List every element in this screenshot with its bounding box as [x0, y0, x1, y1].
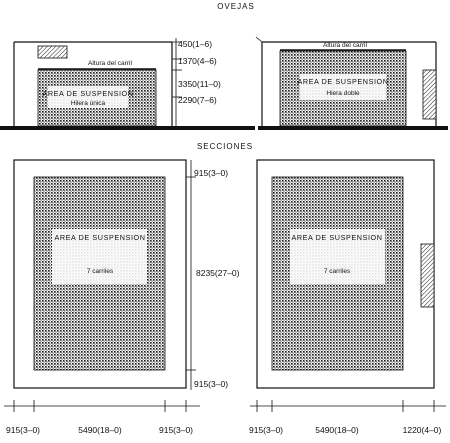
- dim-top: 450(1–6): [178, 39, 212, 49]
- hatched-door: [422, 69, 437, 120]
- rail-label-right: Altura del carril: [323, 42, 368, 49]
- plan-area-title-right: AREA DE SUSPENSION: [291, 233, 382, 242]
- bottom-dim-left-2: 915(3–0): [159, 425, 193, 435]
- plan-left: AREA DE SUSPENSION 7 carriles: [13, 159, 187, 389]
- bottom-dim-right-0: 915(3–0): [249, 425, 283, 435]
- plan-area-subtitle-right: 7 carriles: [324, 268, 351, 275]
- heading-middle: SECCIONES: [197, 142, 253, 151]
- dim-middle: 3350(11–0): [178, 79, 221, 89]
- bottom-dim-left-1: 5490(18–0): [78, 425, 122, 435]
- plan-dimensions: 915(3–0) 8235(27–0) 915(3–0): [186, 160, 240, 390]
- plan-area-subtitle: 7 carriles: [87, 268, 114, 275]
- plan-dim-height: 8235(27–0): [196, 268, 240, 278]
- plan-area-title: AREA DE SUSPENSION: [54, 233, 145, 242]
- dim-bottom: 2290(7–6): [178, 95, 217, 105]
- plan-dim-bottom: 915(3–0): [194, 379, 228, 389]
- elevation-dimensions: 450(1–6) 1370(4–6) 3350(11–0) 2290(7–6): [172, 38, 221, 126]
- heading-top: OVEJAS: [217, 2, 255, 11]
- bottom-dim-right-1: 5490(18–0): [315, 425, 359, 435]
- area-subtitle: Hilera única: [71, 100, 106, 107]
- ground-line-right: [258, 126, 448, 130]
- dim-rail: 1370(4–6): [178, 56, 217, 66]
- area-title-right: AREA DE SUSPENSION: [297, 77, 388, 86]
- plan-right: AREA DE SUSPENSION 7 carriles: [256, 159, 435, 389]
- hatched-window: [37, 45, 68, 59]
- bottom-dimensions-left: 915(3–0) 5490(18–0) 915(3–0): [4, 400, 200, 435]
- bottom-dim-right-2: 1220(4–0): [403, 425, 442, 435]
- bottom-dim-left-0: 915(3–0): [6, 425, 40, 435]
- hatched-side: [420, 243, 435, 308]
- elevation-right: Altura del carril AREA DE SUSPENSION Hie…: [255, 36, 437, 127]
- plan-dim-top: 915(3–0): [194, 168, 228, 178]
- area-title: AREA DE SUSPENSION: [42, 89, 133, 98]
- rail-label: Altura del carril: [88, 60, 133, 67]
- area-subtitle-right: Hiera doble: [326, 90, 360, 97]
- elevation-left: Altura del carril AREA DE SUSPENSION Hil…: [13, 41, 173, 127]
- bottom-dimensions-right: 915(3–0) 5490(18–0) 1220(4–0): [249, 400, 446, 435]
- ground-line: [0, 126, 255, 130]
